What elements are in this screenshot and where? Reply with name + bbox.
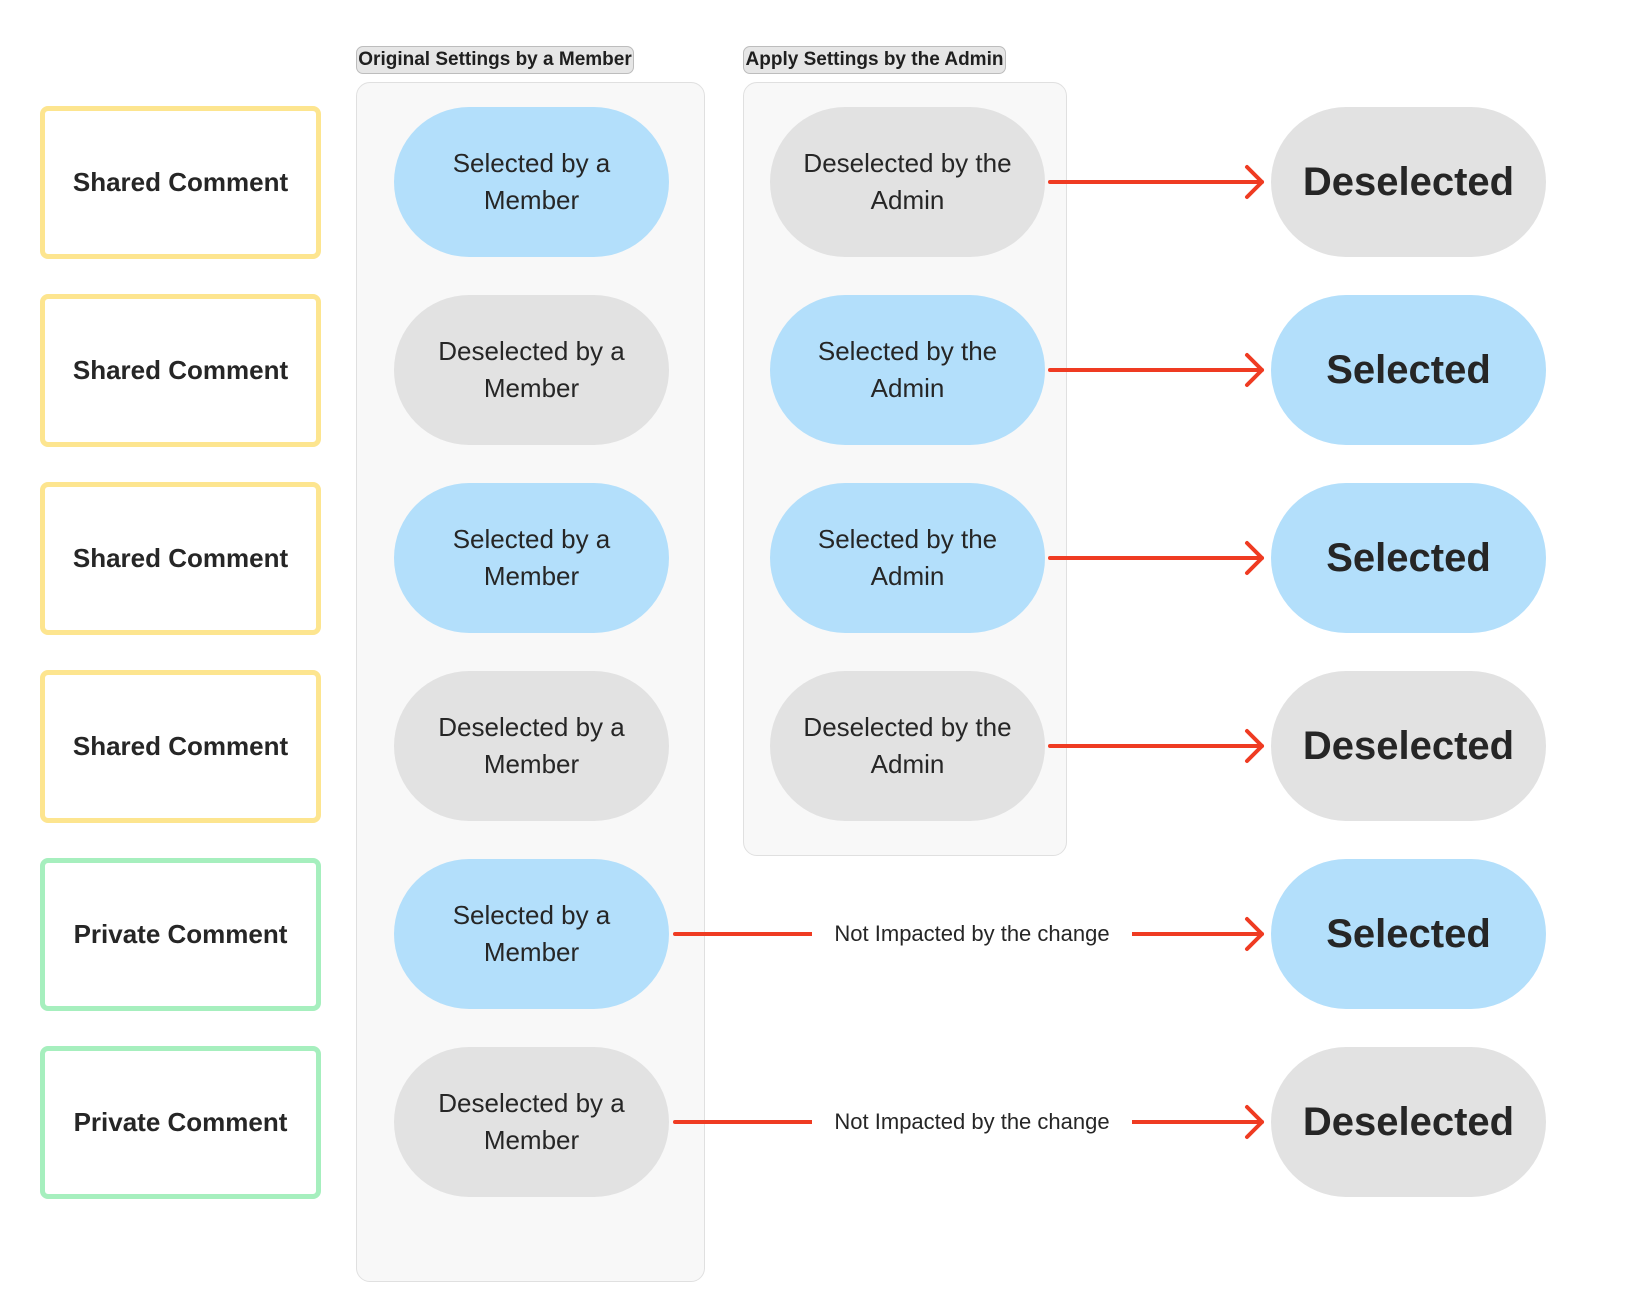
admin-settings-header: Apply Settings by the Admin [743,46,1006,74]
admin-setting-pill: Selected by the Admin [770,483,1045,633]
arrow-head [1245,729,1264,763]
arrow-head [1245,917,1264,951]
result-pill: Selected [1271,483,1546,633]
comment-type-box: Private Comment [40,858,321,1011]
arrow-head [1245,353,1264,387]
comment-type-box: Shared Comment [40,670,321,823]
member-setting-pill: Deselected by a Member [394,295,669,445]
not-impacted-note: Not Impacted by the change [812,1107,1132,1137]
member-setting-pill: Deselected by a Member [394,671,669,821]
admin-setting-pill: Selected by the Admin [770,295,1045,445]
result-pill: Deselected [1271,1047,1546,1197]
original-settings-header: Original Settings by a Member [356,46,634,74]
comment-type-box: Shared Comment [40,482,321,635]
admin-setting-pill: Deselected by the Admin [770,107,1045,257]
result-pill: Selected [1271,295,1546,445]
comment-type-box: Private Comment [40,1046,321,1199]
member-setting-pill: Selected by a Member [394,107,669,257]
not-impacted-note: Not Impacted by the change [812,919,1132,949]
result-pill: Deselected [1271,107,1546,257]
member-setting-pill: Deselected by a Member [394,1047,669,1197]
arrow-head [1245,165,1264,199]
comment-type-box: Shared Comment [40,106,321,259]
member-setting-pill: Selected by a Member [394,483,669,633]
admin-setting-pill: Deselected by the Admin [770,671,1045,821]
comment-type-box: Shared Comment [40,294,321,447]
result-pill: Deselected [1271,671,1546,821]
arrow-head [1245,541,1264,575]
member-setting-pill: Selected by a Member [394,859,669,1009]
arrow-head [1245,1105,1264,1139]
result-pill: Selected [1271,859,1546,1009]
